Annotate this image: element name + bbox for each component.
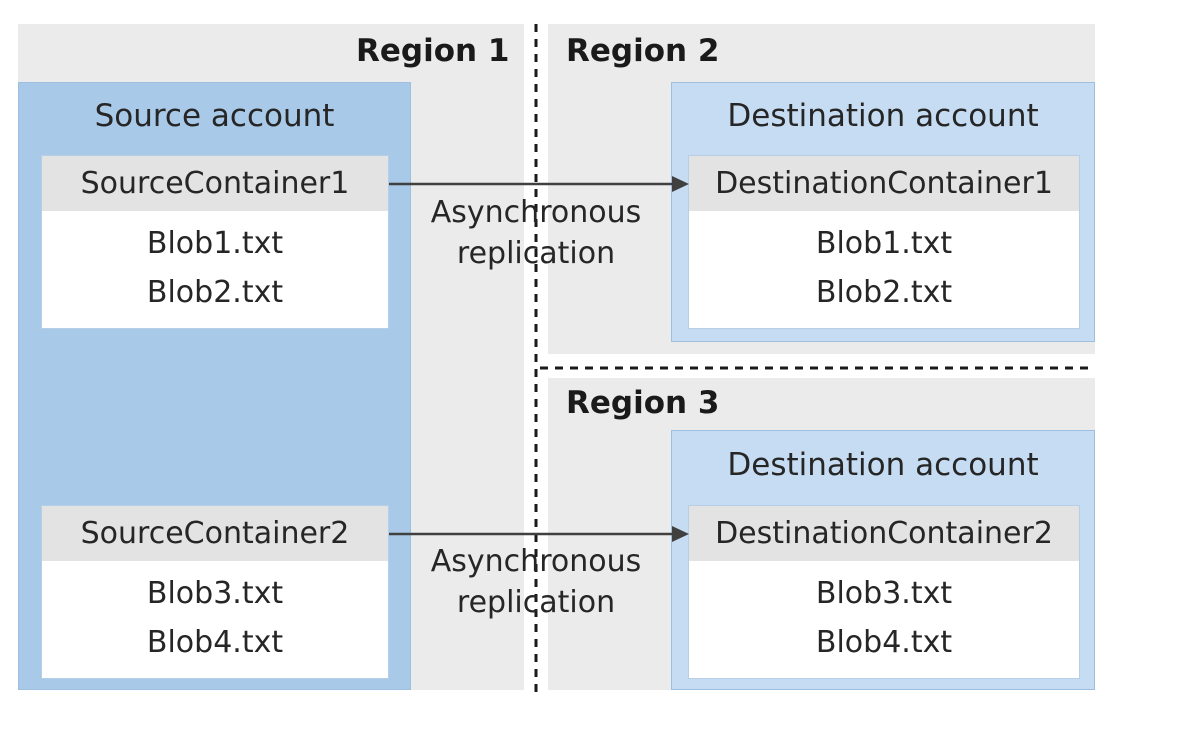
- source-container-1-name: SourceContainer1: [42, 156, 388, 211]
- blob-item: Blob3.txt: [815, 576, 953, 611]
- blob-item: Blob4.txt: [815, 625, 953, 660]
- destination-container-1-name: DestinationContainer1: [689, 156, 1079, 211]
- replication-label-2-line2: replication: [456, 585, 616, 620]
- region-2-title: Region 2: [566, 33, 720, 69]
- source-container-2: SourceContainer2 Blob3.txt Blob4.txt: [41, 505, 389, 679]
- replication-arrowhead-2: [672, 526, 689, 542]
- source-account-title: Source account: [94, 98, 335, 134]
- replication-label-2-line1: Asynchronous: [430, 544, 642, 579]
- replication-label-1: Asynchronous replication: [406, 192, 666, 274]
- replication-label-1-line2: replication: [456, 236, 616, 271]
- destination-container-2-name: DestinationContainer2: [689, 506, 1079, 561]
- source-container-2-name: SourceContainer2: [42, 506, 388, 561]
- blob-item: Blob3.txt: [146, 576, 284, 611]
- destination-account-2-title: Destination account: [727, 447, 1039, 483]
- region-1-title: Region 1: [356, 33, 510, 69]
- region-3-title: Region 3: [566, 385, 720, 421]
- destination-container-2: DestinationContainer2 Blob3.txt Blob4.tx…: [688, 505, 1080, 679]
- blob-item: Blob4.txt: [146, 625, 284, 660]
- blob-item: Blob1.txt: [146, 226, 284, 261]
- destination-container-1: DestinationContainer1 Blob1.txt Blob2.tx…: [688, 155, 1080, 329]
- replication-label-1-line1: Asynchronous: [430, 195, 642, 230]
- blob-item: Blob2.txt: [146, 275, 284, 310]
- replication-arrowhead-1: [672, 176, 689, 192]
- blob-item: Blob2.txt: [815, 275, 953, 310]
- destination-account-1-title: Destination account: [727, 98, 1039, 134]
- replication-label-2: Asynchronous replication: [406, 541, 666, 623]
- blob-item: Blob1.txt: [815, 226, 953, 261]
- source-container-1: SourceContainer1 Blob1.txt Blob2.txt: [41, 155, 389, 329]
